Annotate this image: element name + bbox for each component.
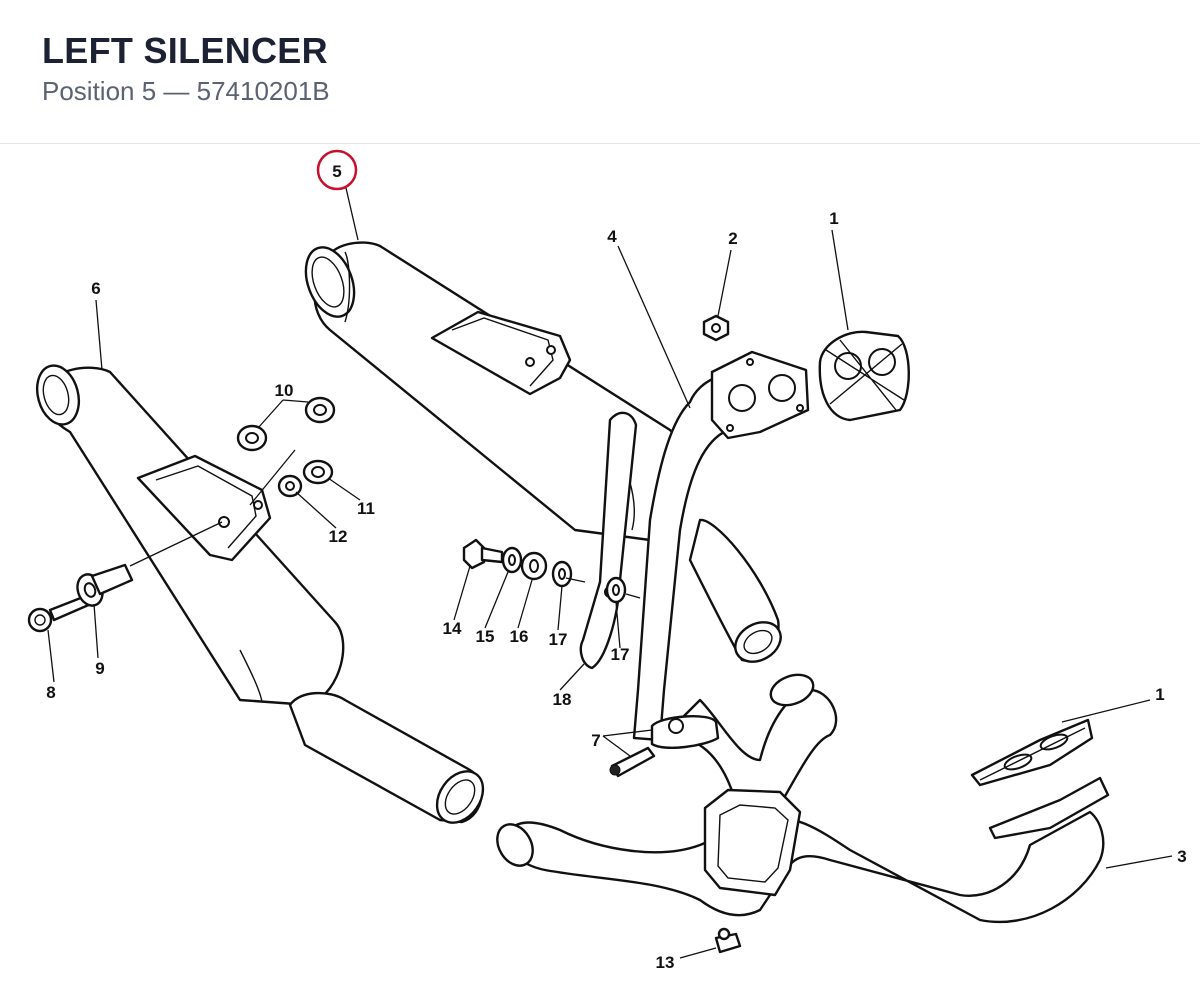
callout-7[interactable]: 7 xyxy=(591,731,600,750)
callout-12[interactable]: 12 xyxy=(329,527,348,546)
callout-17-right[interactable]: 17 xyxy=(611,645,630,664)
callout-2[interactable]: 2 xyxy=(728,229,737,248)
silencer-right[interactable] xyxy=(297,241,682,542)
y-pipe-3 xyxy=(496,673,1110,924)
callout-11[interactable]: 11 xyxy=(357,499,375,518)
callout-6[interactable]: 6 xyxy=(91,279,100,298)
nut-2 xyxy=(702,314,730,342)
callout-3[interactable]: 3 xyxy=(1177,847,1186,866)
callout-18[interactable]: 18 xyxy=(553,690,572,709)
washer-12 xyxy=(277,474,303,498)
callout-1-lower[interactable]: 1 xyxy=(1155,685,1164,704)
callout-16[interactable]: 16 xyxy=(510,627,529,646)
washer-15 xyxy=(501,546,523,574)
callout-8[interactable]: 8 xyxy=(46,683,55,702)
callout-9[interactable]: 9 xyxy=(95,659,104,678)
header-pipe-4 xyxy=(632,350,810,742)
grommets-10 xyxy=(236,396,336,452)
bolt-14 xyxy=(462,538,504,570)
spacer-9 xyxy=(76,563,134,607)
nut-11 xyxy=(302,459,334,485)
clamp-7 xyxy=(609,715,720,778)
callout-10[interactable]: 10 xyxy=(275,381,294,400)
callout-14[interactable]: 14 xyxy=(443,619,462,638)
page-subtitle: Position 5 — 57410201B xyxy=(42,76,330,106)
screw-13 xyxy=(714,927,742,954)
callout-4[interactable]: 4 xyxy=(607,227,617,246)
gasket-1-upper xyxy=(818,330,910,422)
callout-1-upper[interactable]: 1 xyxy=(829,209,838,228)
nut-16 xyxy=(520,551,548,581)
header: LEFT SILENCER Position 5 — 57410201B xyxy=(0,0,1200,144)
callout-13[interactable]: 13 xyxy=(656,953,675,972)
callout-17-left[interactable]: 17 xyxy=(549,630,568,649)
outlet-pipe xyxy=(688,518,782,663)
gasket-1-lower xyxy=(970,718,1094,787)
callout-15[interactable]: 15 xyxy=(476,627,495,646)
page-title: LEFT SILENCER xyxy=(42,30,328,71)
callout-5[interactable]: 5 xyxy=(332,162,341,181)
highlight-ring xyxy=(316,149,358,191)
